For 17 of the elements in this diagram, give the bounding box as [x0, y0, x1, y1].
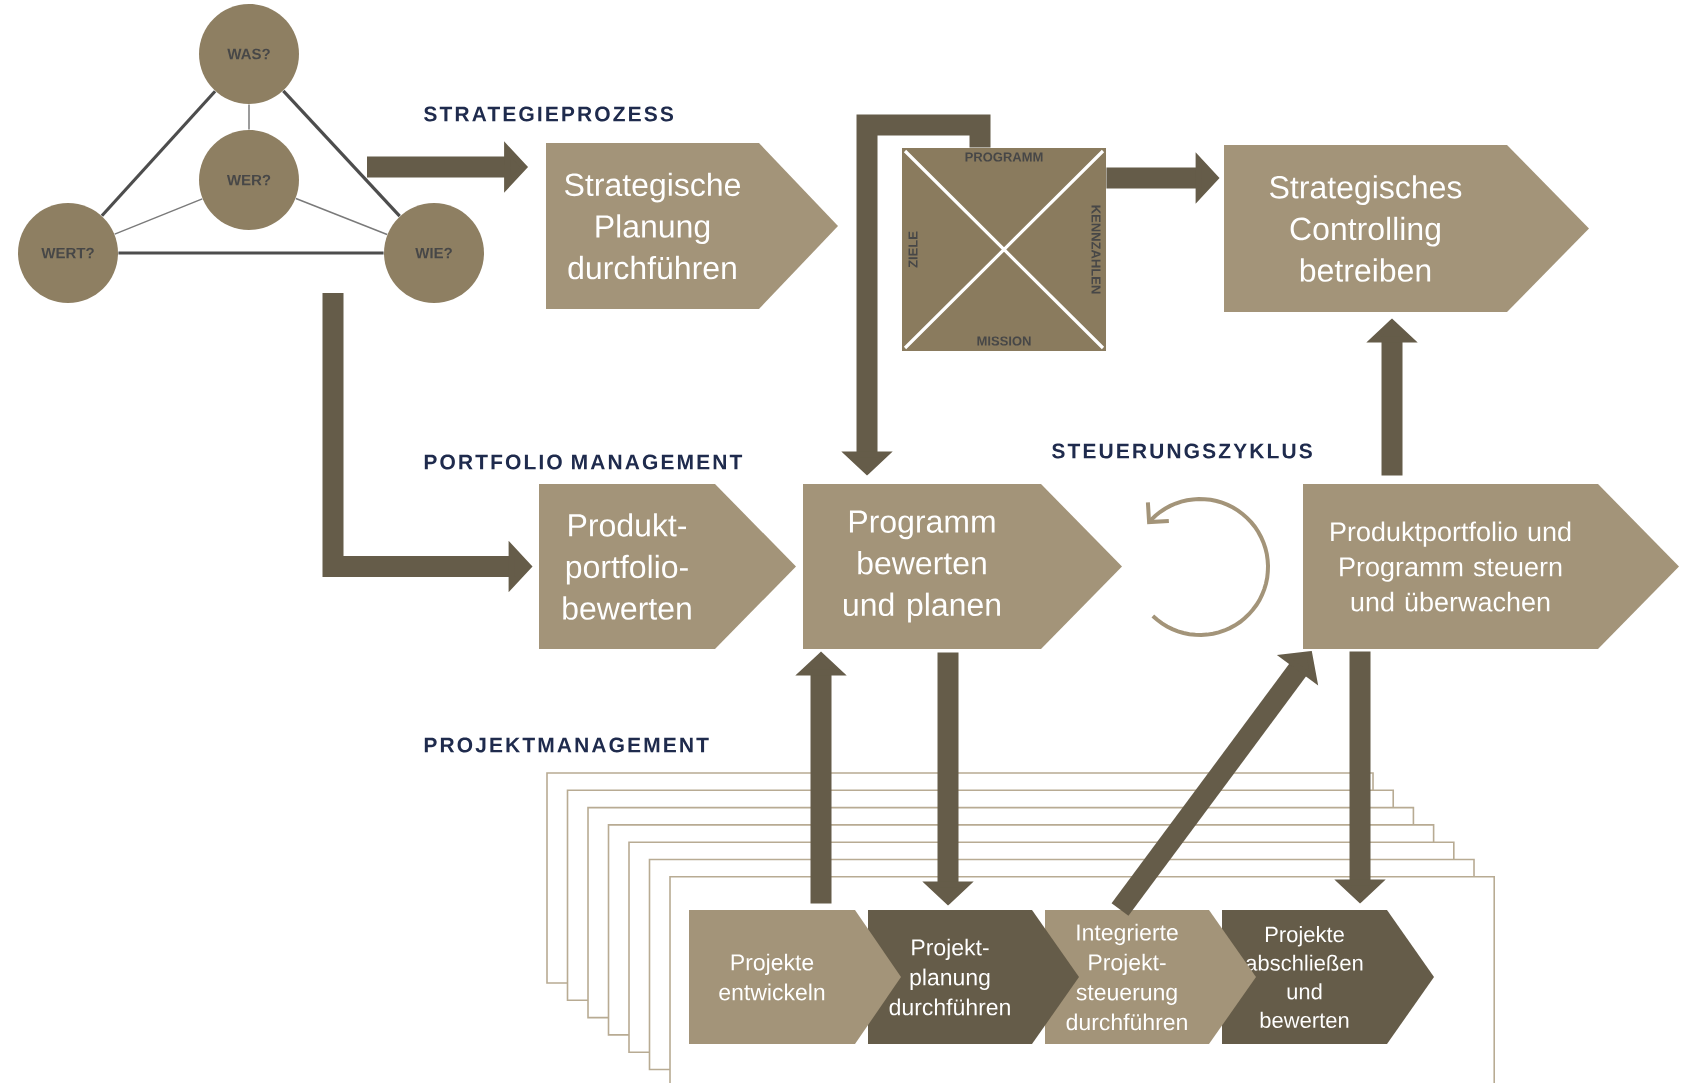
- connector-line: [282, 89, 401, 218]
- chevron-box: Produktportfolio und Programm steuern und überwachen: [1303, 484, 1679, 649]
- connector-line: [118, 251, 384, 255]
- section-heading: STEUERUNGSZYKLUS: [1052, 443, 1312, 459]
- connector-line: [114, 198, 203, 235]
- section-heading: PROJEKTMANAGEMENT: [424, 737, 709, 753]
- quadrant-square: PROGRAMM ZIELE KENNZAHLEN MISSION: [902, 148, 1106, 351]
- chevron-box: Projekte abschließen und bewerten: [1222, 910, 1434, 1044]
- chevron-box: Strategische Planung durchführen: [546, 143, 838, 309]
- connector-line: [248, 103, 250, 131]
- section-heading: STRATEGIEPROZESS: [424, 106, 674, 122]
- connector-line: [295, 197, 388, 236]
- section-heading: PORTFOLIO MANAGEMENT: [424, 454, 743, 470]
- chevron-box: Strategisches Controlling betreiben: [1224, 145, 1589, 312]
- chevron-box: Programm bewerten und planen: [803, 484, 1122, 649]
- chevron-box: Produkt- portfolio- bewerten: [539, 484, 796, 649]
- connector-line: [100, 90, 217, 217]
